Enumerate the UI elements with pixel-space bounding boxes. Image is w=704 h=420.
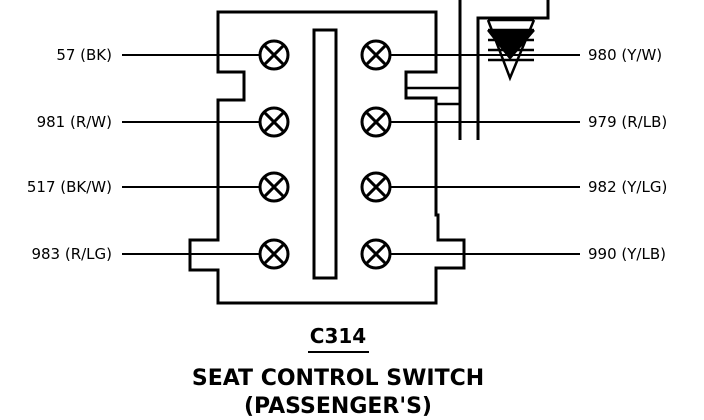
terminal-cross bbox=[263, 243, 285, 265]
terminal-cross bbox=[365, 176, 387, 198]
center-divider bbox=[312, 28, 338, 280]
pin-label: 990 (Y/LB) bbox=[588, 245, 666, 263]
left-pin-3: 517 (BK/W) bbox=[27, 171, 290, 203]
pin-label: 981 (R/W) bbox=[37, 113, 112, 131]
latch-connector bbox=[406, 86, 460, 106]
terminal-cross bbox=[263, 44, 285, 66]
left-pin-4: 983 (R/LG) bbox=[31, 238, 290, 270]
latch-arrow-icon bbox=[486, 18, 536, 82]
right-pin-3: 982 (Y/LG) bbox=[360, 171, 667, 203]
terminal-cross bbox=[365, 111, 387, 133]
left-pin-column: 57 (BK) 981 (R/W) 517 (BK/W) 983 (R/LG) bbox=[27, 39, 290, 270]
right-pin-column: 980 (Y/W) 979 (R/LB) 982 (Y/LG) 990 (Y/LB) bbox=[360, 39, 667, 270]
terminal-cross bbox=[263, 176, 285, 198]
pin-label: 980 (Y/W) bbox=[588, 46, 662, 64]
connector-body bbox=[188, 10, 466, 305]
connector-name: SEAT CONTROL SWITCH bbox=[192, 366, 484, 391]
right-pin-4: 990 (Y/LB) bbox=[360, 238, 666, 270]
pin-label: 982 (Y/LG) bbox=[588, 178, 667, 196]
pin-label: 979 (R/LB) bbox=[588, 113, 667, 131]
right-pin-1: 980 (Y/W) bbox=[360, 39, 662, 71]
connector-side: (PASSENGER'S) bbox=[244, 394, 432, 419]
terminal-cross bbox=[365, 44, 387, 66]
pin-label: 983 (R/LG) bbox=[31, 245, 112, 263]
left-pin-1: 57 (BK) bbox=[56, 39, 290, 71]
connector-code: C314 bbox=[310, 324, 366, 348]
pin-label: 517 (BK/W) bbox=[27, 178, 112, 196]
locking-latch bbox=[458, 0, 550, 140]
terminal-cross bbox=[365, 243, 387, 265]
right-pin-2: 979 (R/LB) bbox=[360, 106, 667, 138]
terminal-cross bbox=[263, 111, 285, 133]
left-pin-2: 981 (R/W) bbox=[37, 106, 290, 138]
pin-label: 57 (BK) bbox=[56, 46, 112, 64]
